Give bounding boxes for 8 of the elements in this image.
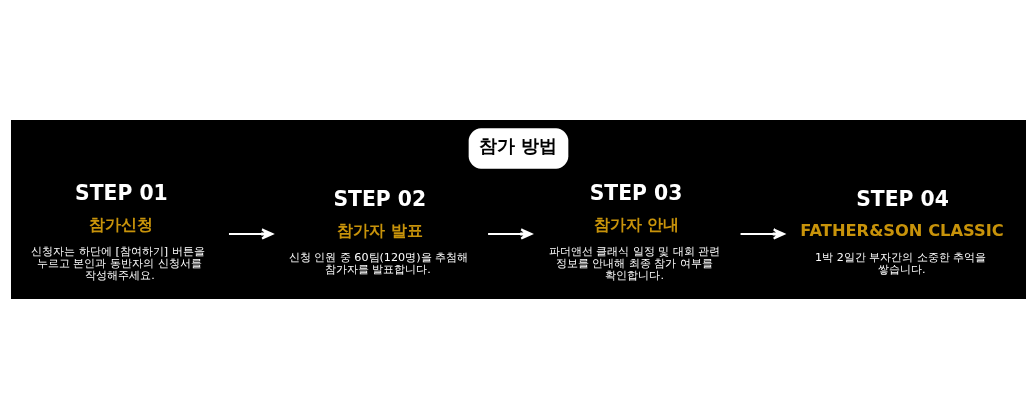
arrow — [487, 227, 532, 239]
node-text: STEP 04 FATHER&SON CLASSIC 1박 2일간 부자간의 소중한 추억을 쌓습니다. — [799, 186, 1004, 276]
arrow — [740, 227, 785, 239]
diagram-title: 참가 방법 — [478, 134, 557, 156]
node-text: STEP 01 참가신청 신청자는 하단에 [참여하기] 버튼을 누르고 본인과 동반자의 신청서를 작성해주세요. — [30, 180, 205, 282]
arrow — [228, 227, 273, 239]
node-text: STEP 02 참가자 발표 신청 인원 중 60팀(120명)을 추첨해 참가자를 발표합니다. — [288, 186, 468, 276]
node-text: STEP 03 참가자 안내 파더앤선 클래식 일정 및 대회 관련 정보를 안내해 최종 참가 여부를 확인합니다. — [548, 180, 720, 282]
